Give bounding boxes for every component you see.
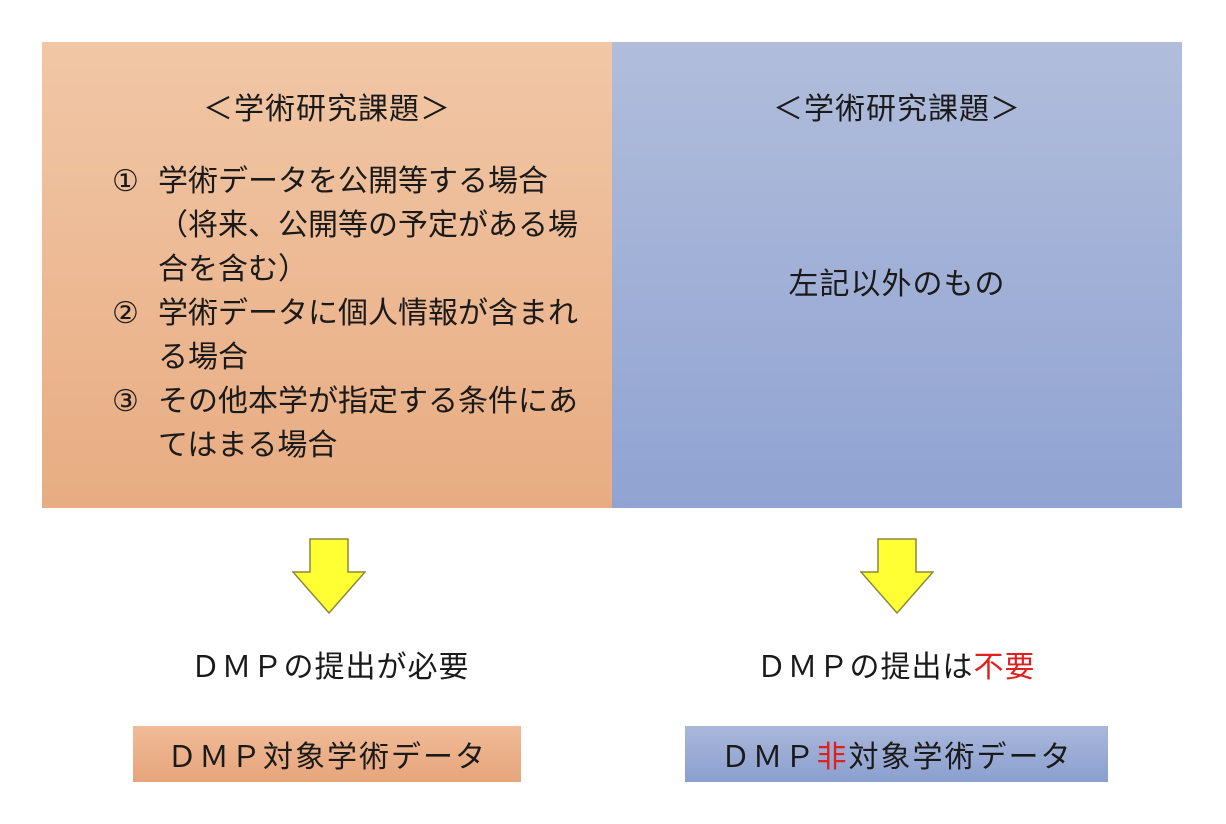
badge-emphasis: 非 xyxy=(816,740,849,775)
arrow-shape xyxy=(292,538,366,614)
result-prefix: ＤＭＰの提出は xyxy=(756,650,974,685)
badge-prefix: ＤＭＰ xyxy=(720,740,817,775)
dmp-target-badge: ＤＭＰ対象学術データ xyxy=(133,726,521,782)
condition-list: ① 学術データを公開等する場合（将来、公開等の予定がある場合を含む） ② 学術デ… xyxy=(112,160,582,468)
left-result-text: ＤＭＰの提出が必要 xyxy=(190,650,470,685)
condition-item: ① 学術データを公開等する場合（将来、公開等の予定がある場合を含む） xyxy=(112,160,582,292)
arrow-shape xyxy=(860,538,934,614)
right-panel-title: ＜学術研究課題＞ xyxy=(773,92,1021,127)
result-emphasis: 不要 xyxy=(973,650,1036,685)
condition-number: ② xyxy=(112,296,139,331)
down-arrow-icon xyxy=(860,538,934,614)
condition-text: その他本学が指定する条件にあてはまる場合 xyxy=(158,384,578,463)
left-condition-panel: ＜学術研究課題＞ ① 学術データを公開等する場合（将来、公開等の予定がある場合を… xyxy=(42,42,612,508)
left-panel-title: ＜学術研究課題＞ xyxy=(203,92,451,127)
right-condition-panel: ＜学術研究課題＞ 左記以外のもの xyxy=(612,42,1182,508)
badge-suffix: 対象学術データ xyxy=(848,740,1073,775)
condition-item: ② 学術データに個人情報が含まれる場合 xyxy=(112,292,582,380)
right-result-text: ＤＭＰの提出は不要 xyxy=(686,642,1106,686)
condition-text: 学術データに個人情報が含まれる場合 xyxy=(158,296,578,375)
condition-number: ① xyxy=(112,164,139,199)
condition-text: 学術データを公開等する場合（将来、公開等の予定がある場合を含む） xyxy=(158,164,578,287)
down-arrow-icon xyxy=(292,538,366,614)
condition-number: ③ xyxy=(112,384,139,419)
right-panel-text: 左記以外のもの xyxy=(788,267,1006,302)
condition-item: ③ その他本学が指定する条件にあてはまる場合 xyxy=(112,380,582,468)
